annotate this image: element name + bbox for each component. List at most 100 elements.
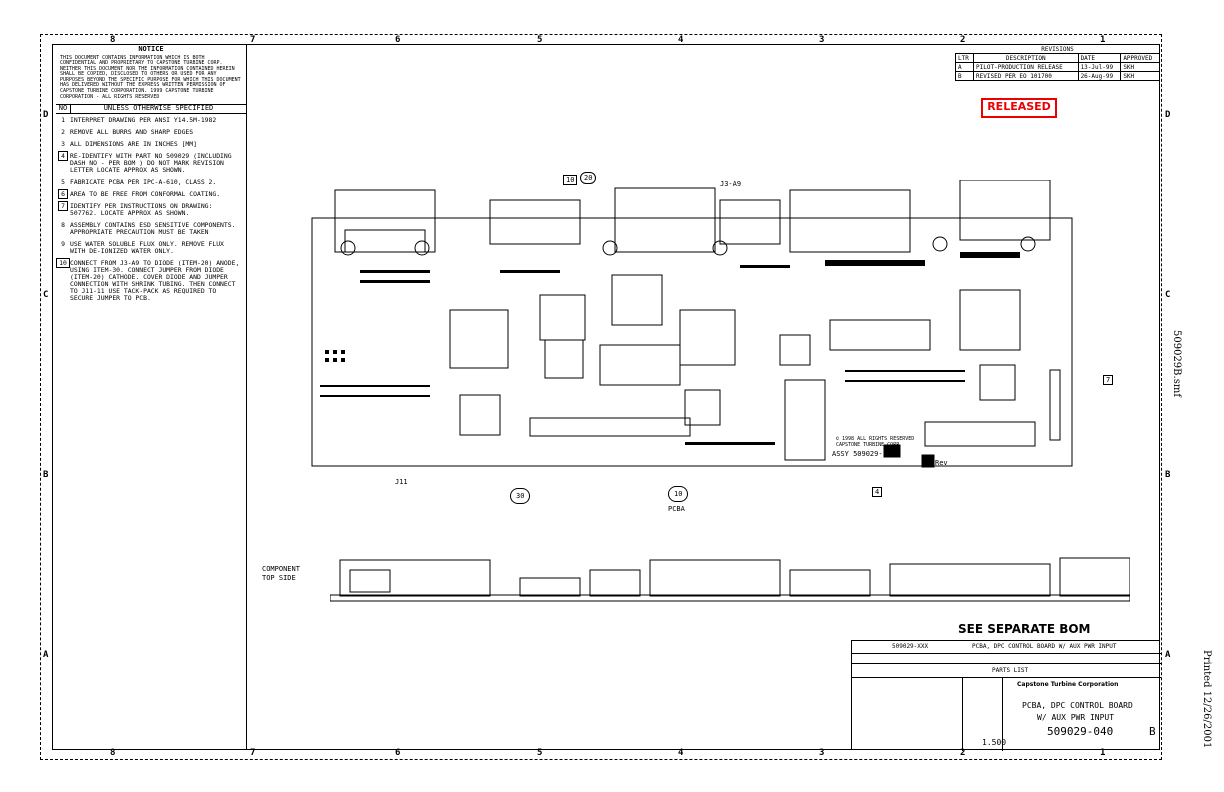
copyright-marking: © 1998 ALL RIGHTS RESERVED CAPSTONE TURB… (836, 436, 915, 448)
rev-marking: Rev (935, 459, 948, 467)
zone-right-d: D (1165, 110, 1171, 120)
note-number: 2 (56, 128, 70, 136)
rev-header-approved: APPROVED (1120, 53, 1160, 63)
zone-left-b: B (43, 470, 49, 480)
note-text: RE-IDENTIFY WITH PART NO 509029 (INCLUDI… (70, 151, 232, 174)
note-number: 5 (56, 178, 70, 186)
revisions-table: LTR DESCRIPTION DATE APPROVED A PILOT-PR… (954, 53, 1160, 81)
zone-top-4: 4 (678, 35, 684, 45)
callout-20: 20 (580, 172, 597, 184)
rev-header-description: DESCRIPTION (973, 53, 1079, 63)
note-number: 9 (56, 239, 70, 255)
notes-header-text: UNLESS OTHERWISE SPECIFIED (103, 104, 214, 113)
zone-right-a: A (1165, 650, 1171, 660)
note-number: 8 (56, 220, 70, 236)
revisions-title: REVISIONS (1041, 46, 1074, 53)
notes-column: NOTICE THIS DOCUMENT CONTAINS INFORMATIO… (56, 44, 247, 750)
note-number-text: 9 (61, 239, 65, 248)
title-block: 509029-XXX PCBA, DPC CONTROL BOARD W/ AU… (851, 640, 1161, 751)
zone-bottom-4: 4 (678, 748, 684, 758)
table-row: A PILOT-PRODUCTION RELEASE 13-Jul-99 SKH (954, 62, 1160, 72)
pcb-top-view (311, 180, 1073, 468)
note-number-text: 4 (58, 150, 68, 161)
notes-no-label: NO (56, 105, 71, 113)
notice-title: NOTICE (138, 45, 164, 53)
note-number-text: 6 (58, 188, 68, 199)
rev-date: 26-Aug-99 (1077, 71, 1122, 81)
pcba-label: PCBA (668, 505, 685, 513)
note-text: ALL DIMENSIONS ARE IN INCHES [MM] (70, 139, 197, 148)
zone-top-5: 5 (537, 35, 543, 45)
company-name: Capstone Turbine Corporation (1017, 681, 1119, 688)
bom-description: PCBA, DPC CONTROL BOARD W/ AUX PWR INPUT (972, 643, 1117, 650)
note-text: CONNECT FROM J3-A9 TO DIODE (ITEM-20) AN… (70, 258, 240, 302)
note-item: 3 ALL DIMENSIONS ARE IN INCHES [MM] (56, 139, 246, 148)
rev-description: REVISED PER EO 101700 (973, 71, 1079, 81)
drawing-title-line-1: PCBA, DPC CONTROL BOARD (1022, 701, 1133, 710)
zone-top-6: 6 (395, 35, 401, 45)
see-separate-bom: SEE SEPARATE BOM (958, 622, 1091, 636)
zone-top-7: 7 (250, 35, 256, 45)
note-item: 8 ASSEMBLY CONTAINS ESD SENSITIVE COMPONE… (56, 220, 246, 236)
table-row: B REVISED PER EO 101700 26-Aug-99 SKH (954, 71, 1160, 81)
zone-bottom-3: 3 (819, 748, 825, 758)
callout-7: 7 (1103, 375, 1114, 385)
scale-value: 1.500 (982, 738, 1007, 747)
callout-10: 10 (668, 486, 689, 502)
notice-body: THIS DOCUMENT CONTAINS INFORMATION WHICH… (60, 54, 241, 100)
note-text: ASSEMBLY CONTAINS ESD SENSITIVE COMPONEN… (70, 220, 236, 236)
note-number: 4 (56, 150, 70, 174)
callout-30: 30 (510, 488, 531, 504)
pcb-side-view (330, 557, 1130, 602)
zone-bottom-6: 6 (395, 748, 401, 758)
zone-left-a: A (43, 650, 49, 660)
note-number: 1 (56, 116, 70, 124)
note-item: 9 USE WATER SOLUBLE FLUX ONLY. REMOVE FLU… (56, 239, 246, 255)
parts-list-label: PARTS LIST (992, 667, 1029, 674)
zone-top-3: 3 (819, 35, 825, 45)
rev-ltr: A (954, 62, 975, 72)
note-text: INTERPRET DRAWING PER ANSI Y14.5M-1982 (70, 115, 217, 124)
zone-bottom-1: 1 (1100, 748, 1106, 758)
note-number-text: 8 (61, 220, 65, 229)
note-number-text: 3 (61, 139, 65, 148)
drawing-title-line-2: W/ AUX PWR INPUT (1037, 713, 1115, 722)
zone-right-c: C (1165, 290, 1171, 300)
callout-j11: J11 (395, 478, 408, 486)
drawing-number: 509029-040 (1047, 725, 1114, 738)
zone-bottom-2: 2 (960, 748, 966, 758)
zone-top-2: 2 (960, 35, 966, 45)
printed-date: Printed 12/26/2001 (1201, 650, 1212, 749)
zone-top-1: 1 (1100, 35, 1106, 45)
zone-top-8: 8 (110, 35, 116, 45)
callout-4: 4 (872, 487, 883, 497)
callout-10-note: 10 (563, 175, 578, 185)
note-number-text: 7 (58, 200, 68, 211)
note-text: USE WATER SOLUBLE FLUX ONLY. REMOVE FLUX… (70, 239, 224, 255)
note-text: FABRICATE PCBA PER IPC-A-610, CLASS 2. (70, 177, 217, 186)
zone-left-c: C (43, 290, 49, 300)
component-label: COMPONENT (262, 565, 300, 573)
drawing-sheet-border (40, 34, 1162, 760)
dash-number: 509029-XXX (892, 643, 929, 650)
rev-date: 13-Jul-99 (1077, 62, 1122, 72)
top-side-label: TOP SIDE (262, 574, 296, 582)
zone-left-d: D (43, 110, 49, 120)
zone-bottom-8: 8 (110, 748, 116, 758)
zone-bottom-7: 7 (250, 748, 256, 758)
drawing-frame (52, 44, 1160, 750)
released-stamp: RELEASED (981, 98, 1057, 118)
rev-approved: SKH (1120, 62, 1160, 72)
rev-header-date: DATE (1077, 53, 1122, 63)
zone-right-b: B (1165, 470, 1171, 480)
note-text: IDENTIFY PER INSTRUCTIONS ON DRAWING: 50… (70, 201, 213, 217)
rev-description: PILOT-PRODUCTION RELEASE (973, 62, 1079, 72)
revisions-block: REVISIONS LTR DESCRIPTION DATE APPROVED … (954, 46, 1160, 81)
note-number: 3 (56, 139, 70, 148)
callout-j3a9: J3-A9 (720, 180, 742, 188)
